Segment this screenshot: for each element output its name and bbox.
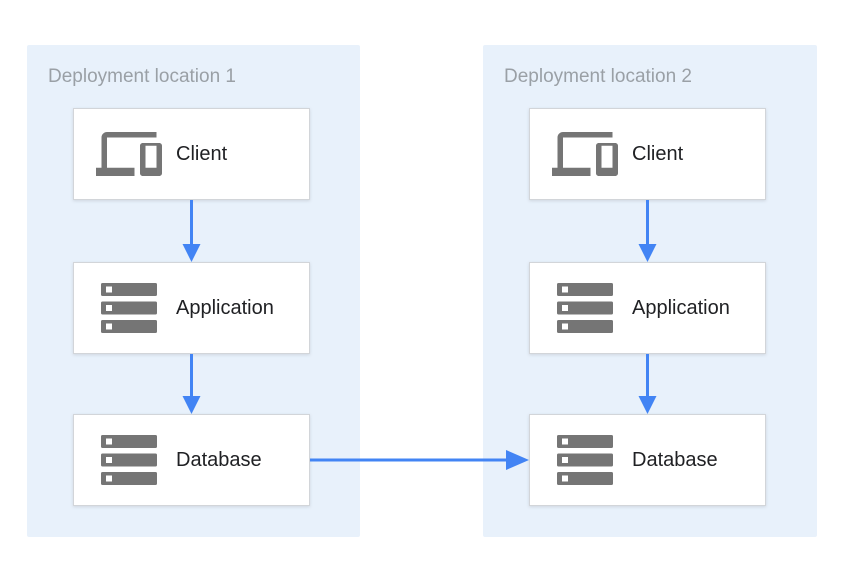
location-2-application-label: Application <box>632 296 730 319</box>
location-2-application-node: Application <box>529 262 766 354</box>
server-stack-icon <box>94 283 164 333</box>
server-stack-icon <box>550 435 620 485</box>
server-stack-icon <box>550 283 620 333</box>
location-1-application-label: Application <box>176 296 274 319</box>
deployment-location-2-title: Deployment location 2 <box>504 66 692 87</box>
location-2-client-node: Client <box>529 108 766 200</box>
location-2-database-node: Database <box>529 414 766 506</box>
deployment-location-2: Deployment location 2 Client A <box>483 45 817 537</box>
devices-icon <box>94 129 164 179</box>
location-2-database-label: Database <box>632 448 718 471</box>
location-1-database-node: Database <box>73 414 310 506</box>
devices-icon <box>550 129 620 179</box>
deployment-location-1: Deployment location 1 Client A <box>27 45 360 537</box>
server-stack-icon <box>94 435 164 485</box>
location-2-client-label: Client <box>632 142 684 165</box>
location-1-database-label: Database <box>176 448 262 471</box>
location-1-client-label: Client <box>176 142 228 165</box>
location-1-application-node: Application <box>73 262 310 354</box>
deployment-location-1-title: Deployment location 1 <box>48 66 236 87</box>
location-1-client-node: Client <box>73 108 310 200</box>
